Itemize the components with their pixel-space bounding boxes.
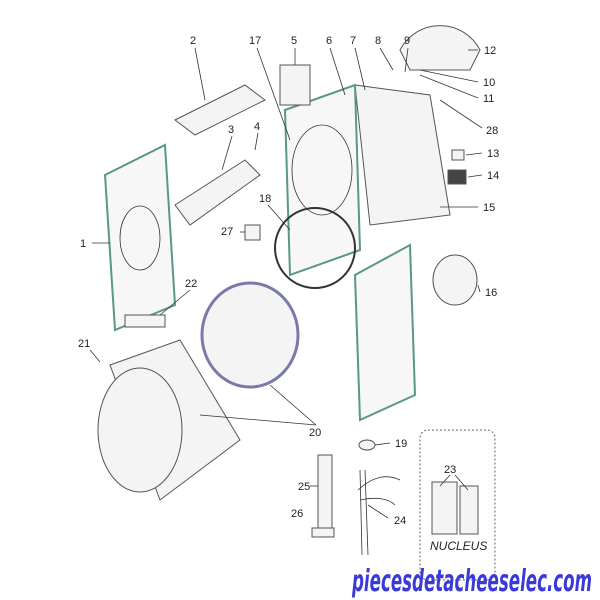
bulkhead-part — [283, 83, 362, 277]
label-2: 2 — [190, 35, 196, 47]
heater-part — [124, 314, 166, 328]
label-17: 17 — [249, 35, 261, 47]
clip-part — [358, 439, 376, 451]
label-9: 9 — [404, 35, 410, 47]
watermark: piecesdetacheeselec.com — [351, 564, 592, 599]
label-24: 24 — [394, 515, 406, 527]
nucleus-kit-box — [419, 429, 496, 581]
sensor-part — [244, 224, 261, 241]
label-11: 11 — [483, 93, 494, 105]
fan-wheel-part — [432, 254, 478, 306]
part-14 — [447, 169, 467, 185]
wire-harness-part — [357, 469, 401, 556]
control-module-part — [431, 481, 458, 535]
label-22: 22 — [185, 278, 197, 290]
right-panel-part — [353, 243, 417, 422]
part-13 — [451, 149, 465, 161]
gasket-ring-part — [274, 207, 356, 289]
label-1: 1 — [80, 238, 86, 250]
label-8: 8 — [375, 35, 381, 47]
knob-part — [311, 527, 335, 538]
label-15: 15 — [483, 202, 495, 214]
drawer-part — [174, 159, 261, 226]
label-18: 18 — [259, 193, 271, 205]
label-20: 20 — [309, 427, 321, 439]
dispenser-part — [174, 84, 266, 136]
label-27: 27 — [221, 226, 233, 238]
label-6: 6 — [326, 35, 332, 47]
label-14: 14 — [487, 170, 499, 182]
side-panel-window — [119, 205, 161, 271]
label-23: 23 — [444, 464, 456, 476]
label-25: 25 — [298, 481, 310, 493]
drum-back-part — [200, 281, 300, 389]
label-5: 5 — [291, 35, 297, 47]
label-7: 7 — [350, 35, 356, 47]
label-12: 12 — [484, 45, 496, 57]
label-28: 28 — [486, 125, 498, 137]
nucleus-kit-label: NUCLEUS — [430, 539, 487, 553]
console-strip-part — [317, 454, 333, 531]
fan-housing-part — [399, 25, 481, 71]
label-10: 10 — [483, 77, 495, 89]
label-21: 21 — [78, 338, 90, 350]
label-13: 13 — [487, 148, 499, 160]
label-19: 19 — [395, 438, 407, 450]
label-4: 4 — [254, 121, 260, 133]
duct-part — [279, 64, 311, 106]
side-panel-part — [103, 143, 177, 332]
drum-opening — [97, 367, 183, 493]
label-16: 16 — [485, 287, 497, 299]
label-26: 26 — [291, 508, 303, 520]
back-panel-part — [354, 84, 451, 226]
bulkhead-opening — [291, 124, 353, 216]
control-board-part — [459, 485, 479, 535]
label-3: 3 — [228, 124, 234, 136]
leader-lines — [89, 47, 483, 519]
